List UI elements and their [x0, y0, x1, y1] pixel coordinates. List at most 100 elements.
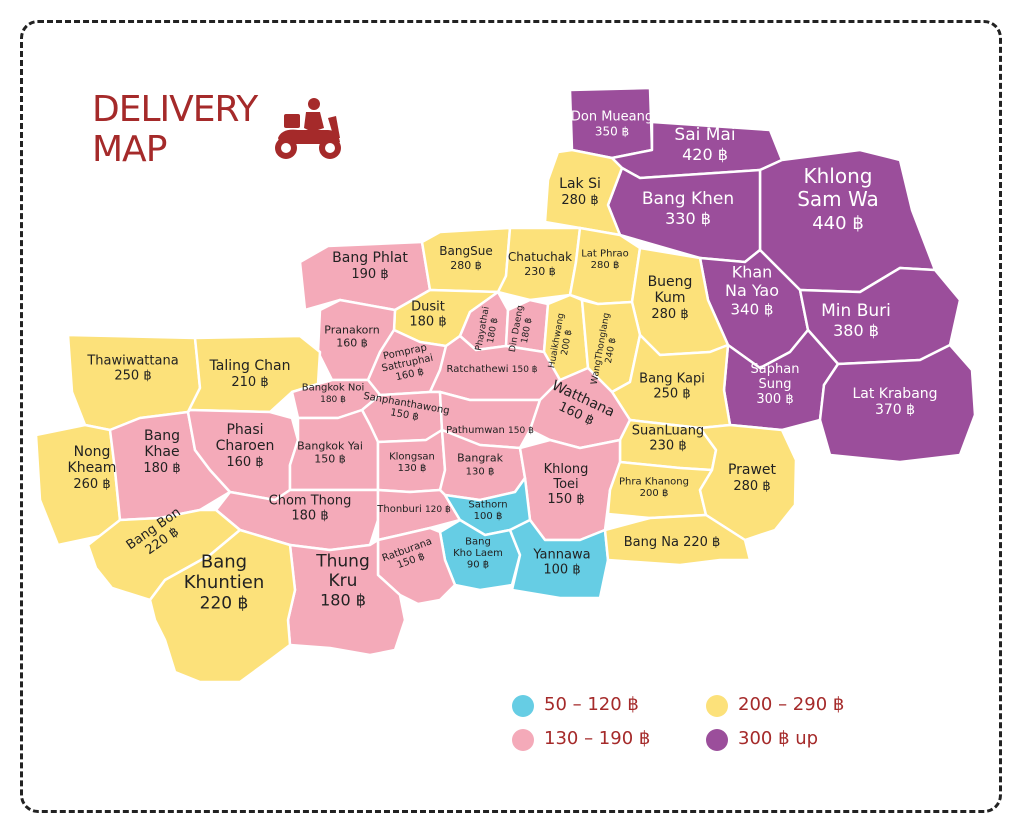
- district-name: Yannawa: [532, 548, 590, 563]
- district-name: Chatuchak: [508, 250, 572, 264]
- district-name: Toei: [552, 477, 578, 492]
- district-name: Pranakorn: [324, 324, 379, 337]
- district-prawet: [698, 423, 798, 542]
- district-bang-khuntien: [148, 528, 297, 684]
- district-name: Phra Khanong: [619, 476, 689, 487]
- district-name: Lat Krabang: [852, 386, 937, 402]
- district-name: Kum: [655, 290, 686, 306]
- district-name: Sai Mai: [674, 125, 735, 145]
- legend-swatch-yellow: [706, 695, 728, 717]
- district-name: Pathumwan 150 ฿: [446, 425, 534, 436]
- district-name: Bangkok Noi: [302, 382, 365, 393]
- district-name: Khuntien: [184, 572, 265, 593]
- district-price: 150 ฿: [508, 426, 534, 436]
- district-price: 150 ฿: [512, 365, 538, 375]
- district-price: 250 ฿: [653, 386, 690, 401]
- district-name: Khae: [144, 444, 179, 460]
- district-name: Ratchathewi 150 ฿: [446, 364, 537, 375]
- district-price: 330 ฿: [665, 209, 711, 228]
- district-price: 300 ฿: [756, 392, 793, 407]
- district-price: 130 ฿: [466, 466, 495, 477]
- delivery-scooter-icon: [275, 98, 341, 159]
- district-price: 420 ฿: [682, 145, 728, 164]
- district-name: Na Yao: [725, 281, 779, 300]
- district-lat-krabang: [818, 343, 977, 464]
- district-price: 280 ฿: [733, 479, 770, 494]
- district-price: 280 ฿: [651, 307, 688, 322]
- district-price: 150 ฿: [314, 452, 346, 465]
- district-name: Bangkok Yai: [297, 440, 363, 453]
- district-price: 230 ฿: [524, 265, 556, 278]
- district-price: 160 ฿: [226, 455, 263, 470]
- district-price: 150 ฿: [389, 407, 419, 423]
- district-name: Sathorn: [468, 499, 507, 510]
- legend-label-yellow: 200 – 290 ฿: [738, 694, 845, 715]
- district-name: Bang Kapi: [639, 372, 705, 387]
- legend-swatch-pink: [512, 729, 534, 751]
- district-label-bang-na: Bang Na 220 ฿: [624, 535, 721, 550]
- district-price: 100 ฿: [543, 562, 580, 577]
- district-price: 200 ฿: [640, 488, 669, 499]
- district-name: Lak Si: [559, 176, 601, 192]
- district-price: 190 ฿: [351, 267, 388, 282]
- district-price: 350 ฿: [595, 124, 629, 138]
- district-name: SuanLuang: [632, 424, 704, 439]
- legend-label-pink: 130 – 190 ฿: [544, 728, 651, 749]
- district-bang-na: [603, 513, 752, 567]
- district-name: Kho Laem: [453, 548, 503, 559]
- district-label-thonburi: Thonburi 120 ฿: [376, 504, 451, 515]
- district-price: 280 ฿: [450, 259, 482, 272]
- district-name: Kheam: [68, 460, 117, 476]
- district-price: 130 ฿: [398, 463, 427, 474]
- district-name: Sam Wa: [797, 187, 879, 211]
- district-name: Thonburi 120 ฿: [376, 504, 451, 515]
- district-price: 340 ฿: [731, 300, 774, 318]
- map-frame: [20, 20, 1002, 813]
- district-name: Sung: [759, 377, 792, 392]
- district-price: 180 ฿: [291, 508, 328, 523]
- district-name: Chom Thong: [269, 494, 352, 509]
- district-price: 90 ฿: [467, 560, 489, 571]
- district-taling-chan: [186, 334, 322, 414]
- district-name: Bang Na 220 ฿: [624, 535, 721, 550]
- district-name: Bang: [201, 551, 247, 572]
- district-name: Thawiwattana: [86, 354, 178, 369]
- district-name: Bangrak: [457, 452, 504, 465]
- legend-label-purple: 300 ฿ up: [738, 728, 819, 749]
- legend-swatch-blue: [512, 695, 534, 717]
- district-price: 150 ฿: [547, 492, 584, 507]
- legend-swatch-purple: [706, 729, 728, 751]
- district-label-ratchathewi: Ratchathewi 150 ฿: [446, 364, 537, 375]
- district-name: Saphan: [751, 362, 800, 377]
- district-price: 210 ฿: [231, 375, 268, 390]
- district-label-pathumwan: Pathumwan 150 ฿: [446, 425, 534, 436]
- district-price: 440 ฿: [812, 213, 864, 234]
- district-price: 260 ฿: [73, 477, 110, 492]
- district-name: Nong: [74, 444, 111, 460]
- district-price: 200 ฿: [560, 329, 574, 356]
